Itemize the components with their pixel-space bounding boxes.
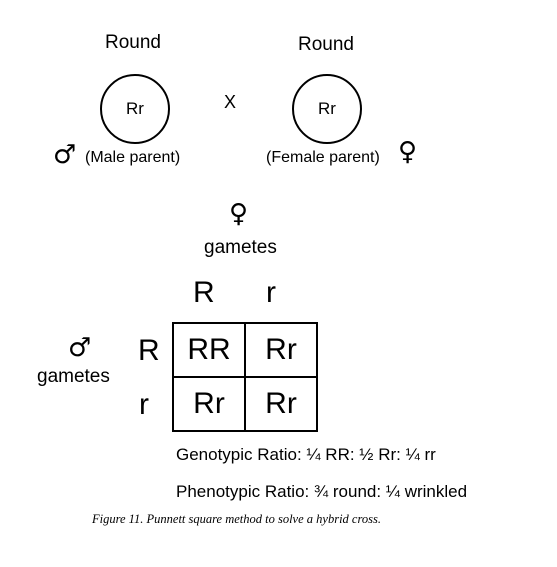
female-gametes-label: gametes [204,237,277,258]
female-gamete-allele-2: r [266,276,276,309]
female-gametes-icon: ♀ [229,199,249,229]
male-parent-genotype: Rr [126,99,144,118]
female-parent-genotype: Rr [318,99,336,118]
female-parent-phenotype: Round [298,34,354,55]
punnett-row: RR Rr [172,322,318,378]
female-gamete-allele-1: R [193,276,215,309]
female-symbol-icon: ♀ [398,137,418,167]
male-gamete-allele-1: R [138,334,160,367]
male-symbol-icon: ♂ [53,140,77,170]
female-parent-label: (Female parent) [266,149,380,166]
punnett-cell: Rr [244,322,318,378]
male-gamete-allele-2: r [139,388,149,421]
genotypic-ratio: Genotypic Ratio: ¼ RR: ½ Rr: ¼ rr [176,445,436,464]
male-gametes-label: gametes [37,366,110,387]
punnett-cell: Rr [172,376,246,432]
female-parent-circle: Rr [292,74,362,144]
cross-symbol: X [224,92,237,112]
punnett-row: Rr Rr [172,376,318,432]
male-gametes-icon: ♂ [68,333,92,363]
male-parent-label: (Male parent) [85,149,181,166]
phenotypic-ratio: Phenotypic Ratio: ¾ round: ¼ wrinkled [176,482,468,501]
figure-caption: Figure 11. Punnett square method to solv… [92,512,381,526]
punnett-cell: Rr [244,376,318,432]
punnett-square: RR Rr Rr Rr [172,322,318,432]
male-parent-circle: Rr [100,74,170,144]
male-parent-phenotype: Round [105,32,161,53]
punnett-cell: RR [172,322,246,378]
